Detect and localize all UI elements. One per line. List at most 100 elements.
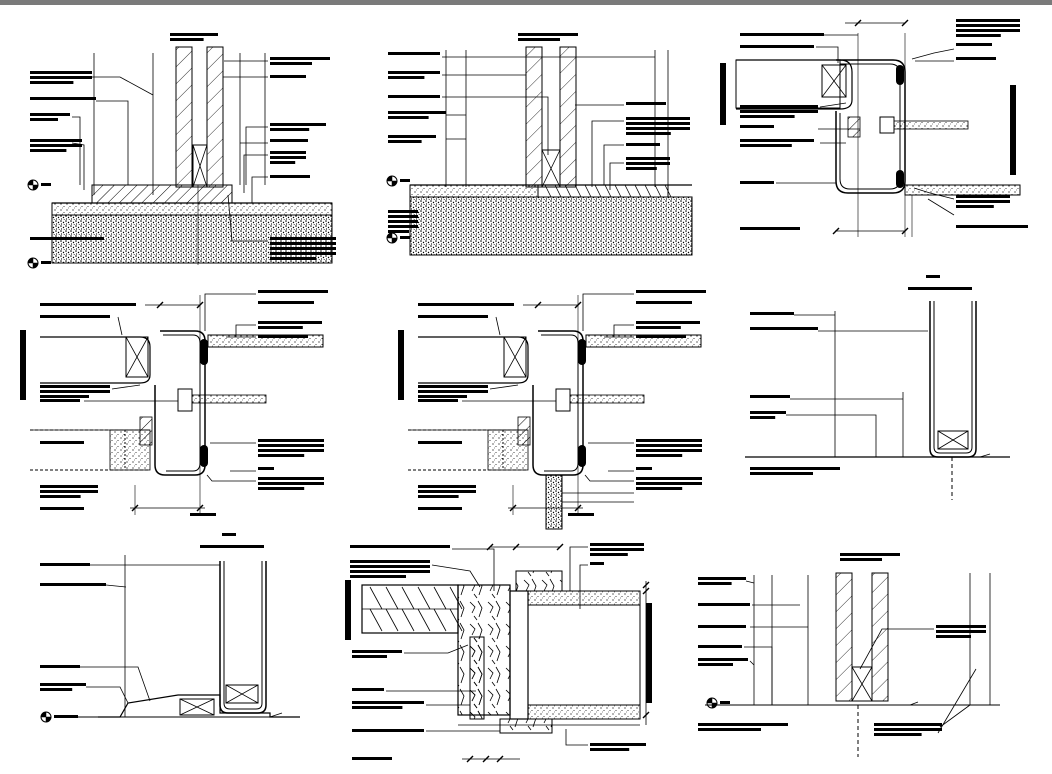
note-text [40, 395, 89, 398]
door-leaf-inner [223, 561, 263, 710]
panel-hatch [385, 608, 399, 632]
note-text [636, 477, 702, 480]
note-text [418, 495, 459, 498]
note-text [258, 290, 328, 293]
frame-jamb [509, 590, 529, 720]
wall-leaf-left [525, 46, 543, 188]
leader-line [204, 293, 256, 331]
note-text [388, 135, 436, 138]
infill-block [487, 429, 529, 471]
note-text [956, 57, 996, 60]
note-text [30, 149, 67, 152]
note-text [270, 242, 336, 245]
note-text [388, 210, 418, 213]
leader-line [206, 474, 256, 482]
note-text [956, 195, 1010, 198]
detail-1 [27, 33, 336, 269]
gasket [578, 445, 586, 467]
door-leaf-frame [532, 330, 584, 476]
section-mark [345, 580, 351, 640]
note-text [270, 62, 312, 65]
tile-joint [564, 184, 572, 198]
note-text [936, 635, 971, 638]
tile-joint [594, 184, 602, 198]
bolt [569, 394, 645, 404]
leader-line [819, 102, 847, 108]
section-mark [1010, 85, 1016, 175]
note-text [956, 34, 1001, 37]
note-text [40, 303, 136, 306]
note-text [936, 630, 986, 633]
leader-line [495, 316, 501, 336]
tile-joint [614, 184, 622, 198]
note-text [926, 275, 940, 278]
note-text [270, 237, 336, 240]
panel-hatch [433, 608, 447, 632]
note-text [258, 326, 303, 329]
note-text [258, 439, 324, 442]
gasket [896, 170, 904, 188]
panel-hatch [401, 586, 415, 610]
cavity-insert [541, 149, 561, 188]
dimension-tick [466, 755, 474, 763]
note-text [388, 52, 440, 55]
note-text [350, 565, 430, 568]
leader-line [71, 142, 85, 190]
dimension-tick [901, 19, 909, 27]
note-text [30, 76, 92, 79]
stone-head [515, 570, 563, 592]
floor-finish [207, 334, 324, 348]
note-text [40, 490, 98, 493]
note-text [40, 563, 90, 566]
note-text [190, 513, 216, 516]
floor-finish [585, 334, 702, 348]
level-label [720, 701, 730, 704]
leader-line [243, 154, 268, 193]
dimension-tick [156, 301, 164, 309]
note-text [352, 688, 384, 691]
note-text [418, 441, 462, 444]
note-text [388, 140, 422, 143]
detail-title [170, 33, 218, 36]
detail-4 [20, 290, 328, 516]
note-text [740, 105, 818, 108]
note-text [636, 444, 702, 447]
top-slab [527, 590, 641, 606]
note-text [40, 315, 110, 318]
leader-line [92, 76, 154, 96]
level-label [400, 179, 410, 182]
note-text [40, 485, 98, 488]
note-text [936, 625, 986, 628]
note-text [30, 113, 70, 116]
note-text [956, 205, 994, 208]
bottom-rail [225, 684, 259, 704]
cross-line [937, 430, 969, 450]
note-text [626, 102, 666, 105]
note-text [740, 227, 800, 230]
leader-line [591, 120, 624, 187]
note-text [698, 723, 788, 726]
note-text [270, 151, 306, 154]
note-text [636, 439, 702, 442]
panel-hatch [433, 586, 447, 610]
tile-joint [644, 184, 652, 198]
note-text [568, 513, 594, 516]
dimension-tick [556, 543, 564, 551]
cross-line [225, 684, 259, 704]
panel-hatch [385, 586, 399, 610]
sand-layer [51, 202, 333, 216]
wall-leaf-left [835, 572, 853, 702]
level-marker-fill [706, 697, 713, 704]
dimension-tick [534, 301, 542, 309]
note-text [40, 583, 106, 586]
level-label [400, 236, 410, 239]
section-mark [646, 603, 652, 703]
wall-leaf-left [175, 46, 193, 188]
note-text [874, 733, 922, 736]
frame-core [503, 336, 527, 378]
bottom-slab [527, 704, 641, 720]
note-text [270, 75, 306, 78]
note-text [740, 144, 792, 147]
note-text [626, 157, 670, 160]
detail-9 [698, 553, 1000, 757]
